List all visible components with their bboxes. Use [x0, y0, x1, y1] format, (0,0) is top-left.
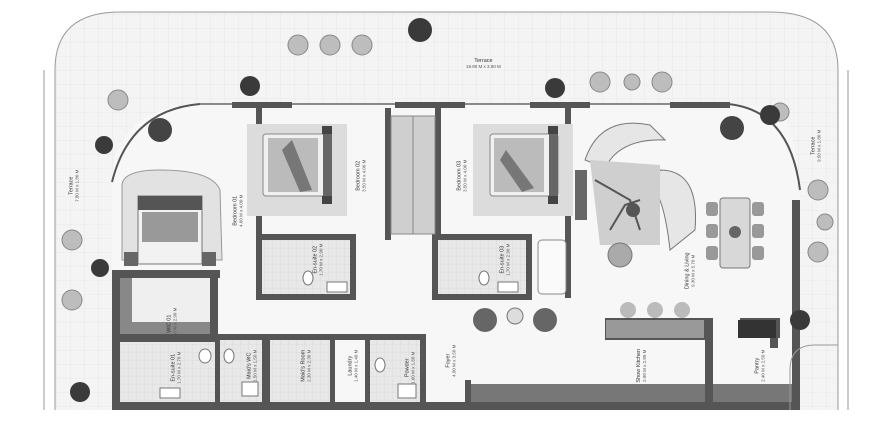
bed-bedroom-01 — [262, 126, 332, 204]
label-bedroom-02: Bedroom 02 3.50 M x 4.00 M — [355, 160, 366, 192]
fixtures — [159, 270, 519, 399]
room-dims: 1.70 M x 2.90 M — [318, 243, 324, 276]
room-dims: 3.50 M x 4.00 M — [361, 159, 367, 192]
plants — [70, 18, 810, 402]
label-terrace-right: Terrace 9.50 M x 1.80 M — [810, 130, 821, 162]
label-maids-room: Maid's Room 2.30 M x 2.30 M — [300, 350, 311, 382]
facade-curve-right — [727, 103, 801, 191]
room-dims: 1.40 M x 1.40 M — [353, 349, 359, 382]
room-dims: 3.50 M x 4.00 M — [462, 159, 468, 192]
label-laundry: Laundry 1.40 M x 1.40 M — [347, 350, 358, 382]
label-ensuite-03: En-suite 03 1.70 M x 2.90 M — [499, 244, 510, 276]
label-ensuite-02: En-suite 02 1.70 M x 2.90 M — [312, 244, 323, 276]
room-dims: 4.00 M x 3.50 M — [451, 344, 457, 377]
label-powder: Powder 1.60 M x 1.60 M — [404, 352, 415, 384]
terrace-planters — [148, 116, 744, 142]
label-foyer: Foyer 4.00 M x 3.50 M — [445, 345, 456, 377]
room-dims: 1.70 M x 2.70 M — [176, 351, 182, 384]
room-dims: 7.80 M x 1.80 M — [74, 169, 80, 202]
kitchen-counters — [471, 302, 792, 402]
label-ensuite-01: En-suite 01 1.70 M x 2.70 M — [170, 352, 181, 384]
foyer-seating — [473, 307, 557, 332]
bed-bedroom-03 — [489, 126, 559, 204]
label-bedroom-01: Bedroom 01 4.60 M x 4.00 M — [232, 195, 243, 227]
room-dims: 1.80 M x 2.90 M — [172, 307, 178, 340]
living-furniture — [575, 122, 697, 268]
label-dining-living: Dining & Living 9.30 M x 5.70 M — [685, 252, 696, 289]
label-show-kitchen: Show Kitchen 2.90 M x 2.80 M — [636, 349, 647, 383]
bed-master — [121, 169, 223, 266]
terrace-furniture — [61, 34, 834, 311]
label-terrace-top: Terrace 19.80 M x 3.80 M — [466, 58, 501, 69]
bathtub — [537, 239, 567, 295]
room-dims: 19.80 M x 3.80 M — [466, 64, 501, 70]
label-wic-01: WIC 01 1.80 M x 2.90 M — [166, 308, 177, 340]
room-dims: 2.30 M x 2.30 M — [306, 349, 312, 382]
label-maids-wc: Maid's WC 1.50 M x 1.50 M — [246, 350, 257, 382]
label-terrace-left: Terrace 7.80 M x 1.80 M — [68, 170, 79, 202]
room-dims: 4.60 M x 4.00 M — [238, 194, 244, 227]
room-dims: 2.90 M x 2.80 M — [642, 349, 648, 382]
label-pantry: Pantry 2.40 M x 2.50 M — [754, 350, 765, 382]
facade-curve-left — [111, 103, 201, 183]
room-dims: 2.40 M x 2.50 M — [760, 349, 766, 382]
room-name: Terrace — [474, 58, 493, 64]
dining-table — [706, 197, 764, 269]
room-dims: 1.50 M x 1.50 M — [252, 349, 258, 382]
room-dims: 1.70 M x 2.90 M — [505, 243, 511, 276]
room-dims: 9.50 M x 1.80 M — [816, 129, 822, 162]
room-dims: 1.60 M x 1.60 M — [410, 351, 416, 384]
room-dims: 9.30 M x 5.70 M — [690, 254, 696, 287]
label-bedroom-03: Bedroom 03 3.50 M x 4.00 M — [456, 160, 467, 192]
maids-room-floor — [270, 340, 330, 402]
